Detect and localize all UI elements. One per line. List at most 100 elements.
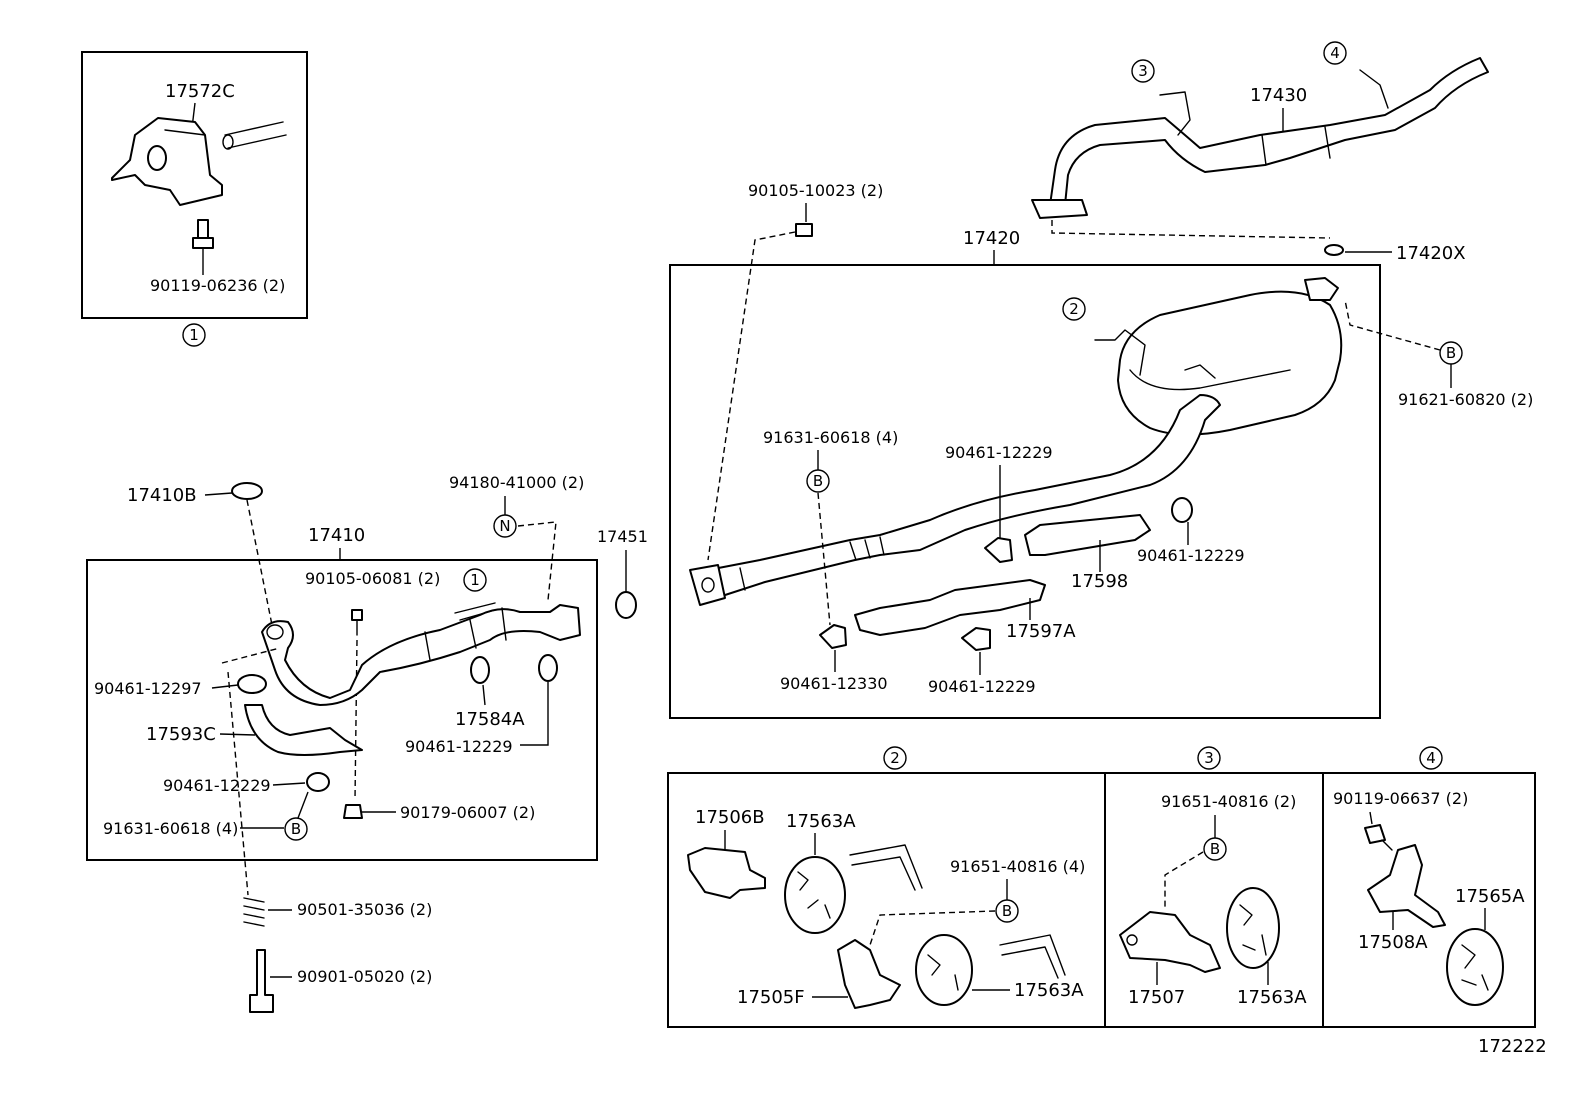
group-4-number-circle	[1419, 746, 1443, 770]
label-17451: 17451	[597, 527, 648, 546]
clamp-90461-12229-b-drawing	[538, 654, 558, 682]
leader-17410B	[204, 492, 233, 496]
inset-1-number: 1	[189, 326, 199, 344]
leader-90461-12297	[211, 684, 239, 689]
callout-3: 3	[1138, 62, 1148, 80]
label-91621-60820: 91621-60820 (2)	[1398, 390, 1533, 409]
label-90461-12229-e: 90461-12229	[928, 677, 1036, 696]
ref-B-d-circle	[995, 899, 1019, 923]
callout-3-circle	[1131, 59, 1155, 83]
dash-90105-10023	[707, 231, 796, 561]
gasket-17451-drawing	[615, 591, 637, 619]
nut-90179-06007-drawing	[343, 804, 363, 819]
label-17563A-b: 17563A	[1014, 980, 1084, 1001]
leader-90119-06637	[1369, 811, 1373, 825]
label-91651-40816-a: 91651-40816 (4)	[950, 857, 1085, 876]
rubber-17563A-b-drawing	[915, 934, 973, 1006]
diagram-code: 172222	[1478, 1036, 1547, 1057]
front-pipe-flange-hole	[266, 624, 284, 640]
gasket-17410B-drawing	[231, 482, 263, 500]
pipe-stub-end	[222, 134, 234, 150]
rubber-17563A-c-drawing	[1226, 887, 1280, 969]
front-pipe-box	[86, 559, 598, 861]
group-3-number: 3	[1204, 749, 1214, 767]
ref-N-circle	[493, 514, 517, 538]
ref-B-a: B	[291, 820, 301, 838]
label-91631-60618-a: 91631-60618 (4)	[103, 819, 238, 838]
bracket-17572C-rubber	[147, 145, 167, 171]
label-90461-12297: 90461-12297	[94, 679, 202, 698]
dash-N	[517, 521, 557, 601]
callout-4-circle	[1323, 41, 1347, 65]
tail-pipe-flange	[1031, 199, 1088, 219]
dash-90105-06081	[354, 639, 358, 801]
bolt-90105-10023-drawing	[795, 223, 813, 237]
bracket-17505F-drawing	[837, 939, 901, 1009]
center-pipe-17420-drawing	[707, 394, 1221, 597]
clamp-90461-12229-e-drawing	[961, 627, 991, 651]
label-17584A: 17584A	[455, 709, 525, 730]
muffler-drawing	[1117, 290, 1343, 436]
group-3-number-circle	[1197, 746, 1221, 770]
label-17597A: 17597A	[1006, 621, 1076, 642]
bracket-17572C-edge	[164, 129, 206, 136]
dash-spring	[227, 671, 249, 896]
rubber-17563A-a-drawing	[784, 856, 846, 934]
label-17598: 17598	[1071, 571, 1128, 592]
front-pipe-seams	[424, 607, 507, 661]
tail-pipe-hangers	[1159, 69, 1389, 136]
ref-N: N	[499, 517, 510, 535]
dash-B-c	[817, 492, 831, 626]
label-90461-12229-d: 90461-12229	[1137, 546, 1245, 565]
muffler-seam	[1129, 369, 1291, 391]
rubber-17563A-b-detail	[927, 954, 959, 991]
bracket-17506B-drawing	[687, 847, 766, 899]
label-17420X: 17420X	[1396, 243, 1466, 264]
label-17565A: 17565A	[1455, 886, 1525, 907]
center-pipe-group: 90105-10023 (2) 17420 2 B 91621-60820 (2…	[669, 181, 1533, 719]
rubber-17563A-a-detail	[797, 871, 831, 919]
label-90119-06637: 90119-06637 (2)	[1333, 789, 1468, 808]
label-90461-12330: 90461-12330	[780, 674, 888, 693]
muffler-hangers	[1094, 329, 1216, 379]
leader-B-a	[297, 791, 309, 819]
dash-B-b	[1344, 299, 1441, 351]
label-91631-60618-b: 91631-60618 (4)	[763, 428, 898, 447]
front-pipe-group: 17410B 17410 94180-41000 (2) N 90105-060…	[86, 473, 648, 1013]
ref-B-d: B	[1002, 902, 1012, 920]
front-pipe-17410-drawing	[261, 604, 581, 706]
label-90105-10023: 90105-10023 (2)	[748, 181, 883, 200]
label-90461-12229-b: 90461-12229	[405, 737, 513, 756]
ref-B-e: B	[1210, 840, 1220, 858]
label-17563A-a: 17563A	[786, 811, 856, 832]
clamp-90461-12229-c-drawing	[984, 537, 1013, 563]
rubber-17565A-detail	[1461, 944, 1489, 991]
group-2-number: 2	[890, 749, 900, 767]
leader-90461-12229-a	[272, 782, 306, 786]
gasket-17420X-drawing	[1324, 244, 1344, 256]
leader-17584A	[482, 684, 486, 706]
label-17507: 17507	[1128, 987, 1185, 1008]
label-90105-06081: 90105-06081 (2)	[305, 569, 440, 588]
label-90119-06236: 90119-06236 (2)	[150, 276, 285, 295]
clamp-90461-12229-a-drawing	[306, 772, 330, 792]
callout-4: 4	[1330, 44, 1340, 62]
center-pipe-seams	[739, 536, 885, 591]
spring-90501-35036-drawing	[243, 897, 265, 927]
bolt-90119-06637-drawing	[1364, 824, 1386, 844]
label-91651-40816-b: 91651-40816 (2)	[1161, 792, 1296, 811]
dash-17420X	[1051, 220, 1331, 239]
label-17410: 17410	[308, 525, 365, 546]
ref-B-a-circle	[284, 817, 308, 841]
group-1-number-circle	[463, 568, 487, 592]
pipe-stub-drawing	[224, 121, 287, 149]
clamp-90461-12229-d-drawing	[1171, 497, 1193, 523]
bolt-90119-06236-drawing	[192, 219, 214, 249]
bracket-17572C-drawing	[111, 117, 223, 206]
label-90179-06007: 90179-06007 (2)	[400, 803, 535, 822]
hanger-box-outer	[667, 772, 1536, 1028]
dash-17410B	[246, 499, 273, 626]
label-90901-05020: 90901-05020 (2)	[297, 967, 432, 986]
label-17420: 17420	[963, 228, 1020, 249]
